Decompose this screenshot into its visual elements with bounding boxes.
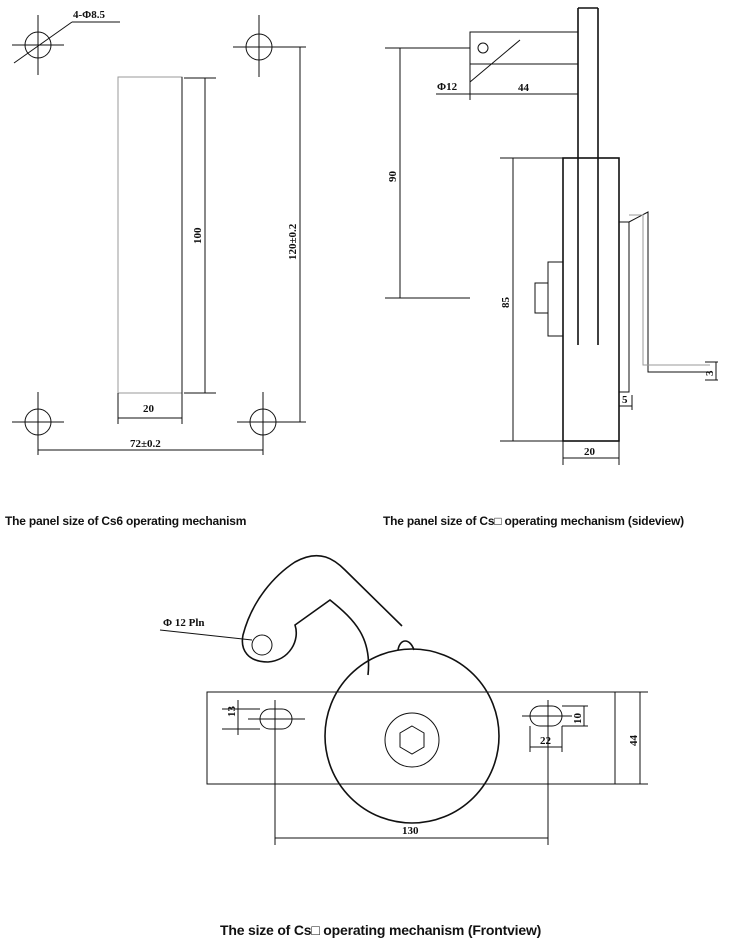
- dim-arm-height-label: 90: [387, 171, 399, 183]
- dim-width-inner: 20: [117, 393, 183, 424]
- dim-height-outer: 120±0.2: [272, 46, 306, 423]
- lever-pin-hole: [251, 634, 273, 656]
- dim-width-outer-label: 72±0.2: [130, 438, 161, 450]
- arm-pin-hole: [477, 42, 489, 54]
- hub-ring: [384, 712, 440, 768]
- side-view-drawing: 90 44 Φ12 85 20 3 5: [385, 7, 718, 465]
- dim-height-inner: 100: [184, 77, 216, 394]
- dim-pin-label: Φ 12 Pln: [163, 617, 205, 629]
- dim-slot-22-label: 22: [540, 735, 552, 747]
- dim-width-outer: 72±0.2: [38, 438, 263, 451]
- dim-height-outer-label: 120±0.2: [287, 223, 299, 260]
- dim-lever-5-label: 5: [622, 394, 628, 406]
- hole-spec-label: 4-Φ8.5: [73, 9, 106, 21]
- dim-body-height-label: 85: [500, 297, 512, 309]
- dim-arm-len-label: 44: [518, 82, 530, 94]
- handle-arm: [469, 31, 579, 65]
- dim-pin-dia-label: Φ12: [437, 81, 458, 93]
- caption-front-view: The size of Cs□ operating mechanism (Fro…: [220, 922, 541, 938]
- hole-spec-leader: [13, 21, 73, 64]
- panel-cutout: [117, 76, 183, 394]
- mounting-hole-bottom-right: [237, 392, 292, 455]
- caption-cs6-panel: The panel size of Cs6 operating mechanis…: [5, 514, 246, 528]
- lever-handle: [241, 554, 403, 676]
- mounting-plate: [206, 691, 616, 785]
- mounting-hole-top-left: [12, 15, 64, 75]
- dim-width-inner-label: 20: [143, 403, 155, 415]
- hex-socket: [399, 725, 425, 755]
- dim-height-inner-label: 100: [192, 227, 204, 244]
- dim-plate-height-label: 44: [628, 735, 640, 747]
- mounting-hole-bottom-left: [12, 392, 64, 455]
- panel-cs6-drawing: 4-Φ8.5 100 120±0.2 20 72±0.2: [12, 9, 306, 455]
- dim-lever-3-label: 3: [704, 370, 716, 376]
- dim-slot-10-label: 10: [572, 713, 584, 725]
- dim-slot-13-label: 13: [226, 706, 238, 718]
- mounting-hole-top-right: [233, 15, 290, 77]
- main-disc: [324, 648, 500, 824]
- mechanism-body: [562, 157, 620, 442]
- dim-hole-span-label: 130: [402, 825, 419, 837]
- caption-side-view: The panel size of Cs□ operating mechanis…: [383, 514, 684, 528]
- dim-body-width-label: 20: [584, 446, 596, 458]
- front-view-drawing: Φ 12 Pln 13 10 22 44 130: [159, 554, 648, 845]
